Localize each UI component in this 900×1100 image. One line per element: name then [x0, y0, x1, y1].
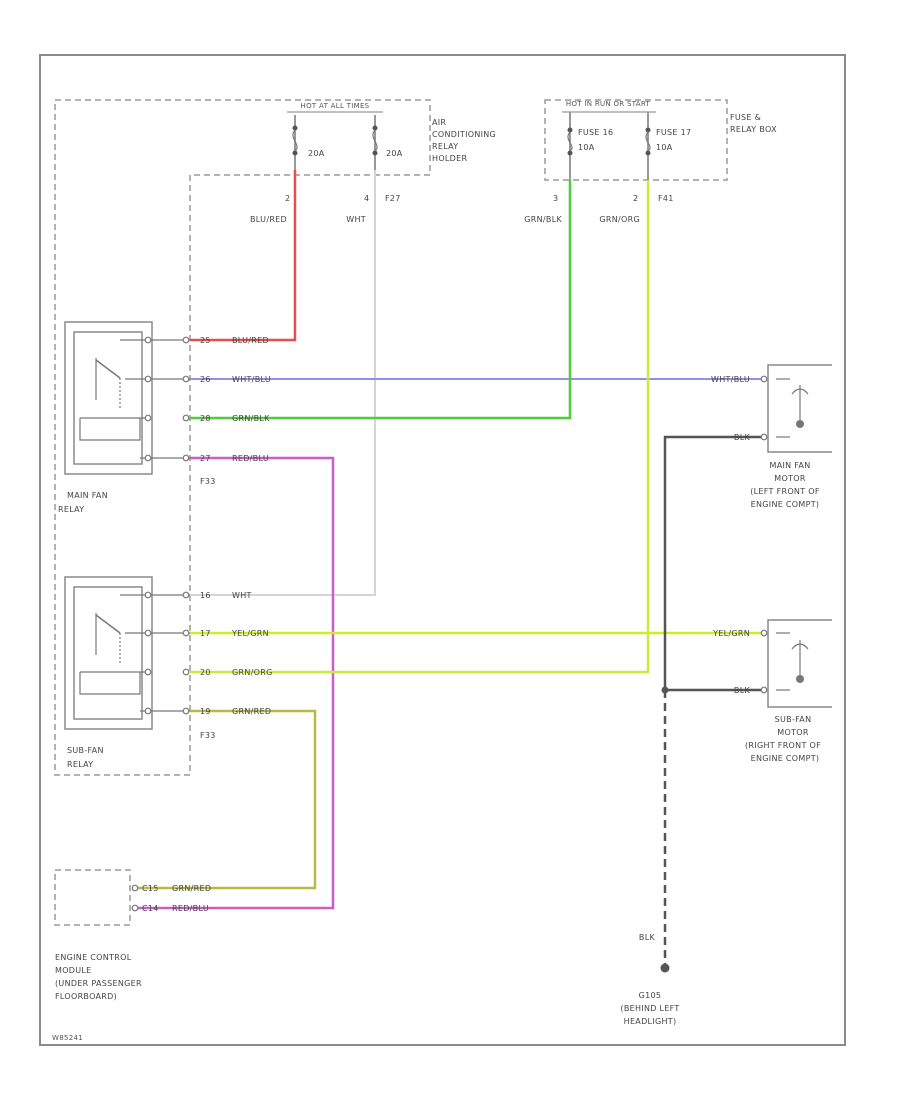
fuse-20a-left: [292, 115, 298, 170]
fuse-relay-box-label-2: RELAY BOX: [730, 125, 777, 134]
ac-relay-holder-box: [54, 99, 431, 776]
ground-label-3: HEADLIGHT): [624, 1017, 677, 1026]
fuse-20a-right: [372, 115, 378, 170]
sub-relay-conn: F33: [200, 731, 216, 740]
main-relay-conn: F33: [200, 477, 216, 486]
ground-dot: [660, 963, 670, 973]
main-relay-pin-26: 26: [200, 375, 211, 384]
sub-relay-pin-20: 20: [200, 668, 211, 677]
wire-label-grn-org-top: GRN/ORG: [599, 215, 640, 224]
ecm-label-2: MODULE: [55, 966, 92, 975]
sub-fan-motor: [760, 619, 832, 708]
fuse-relay-box-label-1: FUSE &: [730, 113, 761, 122]
fuse-17-amps: 10A: [656, 143, 673, 152]
sub-relay-wire-4: GRN/RED: [232, 707, 271, 716]
sub-motor-label-4: ENGINE COMPT): [751, 754, 820, 763]
diagram-id: W85241: [52, 1034, 83, 1042]
hot-in-run-label: HOT IN RUN OR START: [566, 100, 651, 108]
sub-motor-label-3: (RIGHT FRONT OF: [745, 741, 821, 750]
sub-relay-label-1: SUB-FAN: [67, 746, 104, 755]
ecm-pin-c14: C14: [142, 904, 159, 913]
fuse-20a-left-label: 20A: [308, 149, 325, 158]
main-relay-pin-28: 28: [200, 414, 211, 423]
sub-motor-label-2: MOTOR: [777, 728, 809, 737]
main-relay-wire-2: WHT/BLU: [232, 375, 271, 384]
fuse-17-label: FUSE 17: [656, 128, 691, 137]
wire-grn-blk: [190, 180, 572, 420]
sub-relay-wire-1: WHT: [232, 591, 252, 600]
main-relay-pin-25: 25: [200, 336, 211, 345]
ecm-pin-c15: C15: [142, 884, 159, 893]
conn-f27-label: F27: [385, 194, 401, 203]
wire-label-wht-top: WHT: [346, 215, 366, 224]
sub-relay-wire-3: GRN/ORG: [232, 668, 273, 677]
ground-label-2: (BEHIND LEFT: [620, 1004, 679, 1013]
ac-relay-holder-label-3: RELAY: [432, 142, 459, 151]
main-relay-wire-3: GRN/BLK: [232, 414, 270, 423]
conn-f41-label: F41: [658, 194, 674, 203]
main-motor-label-3: (LEFT FRONT OF: [750, 487, 820, 496]
pin-3-label: 3: [553, 194, 558, 203]
ground-label-1: G105: [639, 991, 662, 1000]
pin-2-label: 2: [285, 194, 290, 203]
main-relay-wire-1: BLU/RED: [232, 336, 269, 345]
ac-relay-holder-label-1: AIR: [432, 118, 446, 127]
sub-relay-pin-16: 16: [200, 591, 211, 600]
engine-control-module: [54, 869, 139, 926]
main-motor-label-1: MAIN FAN: [770, 461, 811, 470]
main-relay-pin-27: 27: [200, 454, 211, 463]
fuse-16: [567, 112, 573, 180]
wire-blk-main: [663, 435, 765, 690]
wire-blu-red: [190, 170, 297, 342]
fuse-20a-right-label: 20A: [386, 149, 403, 158]
fuse-relay-box: [544, 99, 728, 181]
sub-relay-wire-2: YEL/GRN: [231, 629, 269, 638]
diagram-frame: [39, 54, 846, 1046]
fuse-16-label: FUSE 16: [578, 128, 613, 137]
ac-relay-holder-label-2: CONDITIONING: [432, 130, 496, 139]
ecm-label-3: (UNDER PASSENGER: [55, 979, 142, 988]
sub-motor-label-1: SUB-FAN: [775, 715, 812, 724]
ground-wire-label: BLK: [639, 933, 656, 942]
wire-wht: [190, 170, 376, 596]
sub-relay-pin-17: 17: [200, 629, 211, 638]
ecm-label-4: FLOORBOARD): [55, 992, 117, 1001]
wire-red-blu: [135, 456, 335, 910]
main-fan-relay: [64, 321, 190, 475]
sub-relay-label-2: RELAY: [67, 760, 94, 769]
main-motor-wire-1: WHT/BLU: [711, 375, 750, 384]
main-motor-wire-2: BLK: [734, 433, 751, 442]
main-motor-label-4: ENGINE COMPT): [751, 500, 820, 509]
main-relay-wire-4: RED/BLU: [232, 454, 269, 463]
main-motor-label-2: MOTOR: [774, 474, 806, 483]
pin-4-label: 4: [364, 194, 369, 203]
sub-fan-relay: [64, 576, 190, 730]
main-fan-motor: [760, 364, 832, 453]
main-relay-label-2: RELAY: [58, 505, 85, 514]
hot-at-all-times-label: HOT AT ALL TIMES: [301, 102, 370, 110]
fuse-16-amps: 10A: [578, 143, 595, 152]
splice-dot: [661, 686, 669, 694]
wire-label-grn-blk-top: GRN/BLK: [524, 215, 562, 224]
sub-relay-pin-19: 19: [200, 707, 211, 716]
pin-2b-label: 2: [633, 194, 638, 203]
ecm-wire-2: RED/BLU: [172, 904, 209, 913]
wire-grn-red: [135, 709, 317, 890]
ac-relay-holder-label-4: HOLDER: [432, 154, 467, 163]
ecm-label-1: ENGINE CONTROL: [55, 953, 132, 962]
sub-motor-wire-1: YEL/GRN: [712, 629, 750, 638]
sub-motor-wire-2: BLK: [734, 686, 751, 695]
ecm-wire-1: GRN/RED: [172, 884, 211, 893]
main-relay-label-1: MAIN FAN: [67, 491, 108, 500]
wire-label-blu-red-top: BLU/RED: [250, 215, 287, 224]
fuse-17: [645, 112, 651, 180]
wire-grn-org: [190, 180, 650, 674]
